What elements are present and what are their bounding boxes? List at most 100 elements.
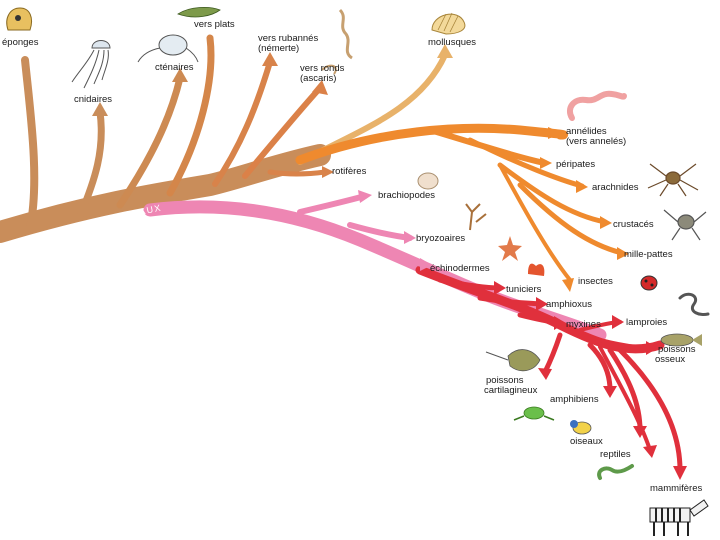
arrowhead-tuniciers: [494, 281, 506, 295]
ray-icon: [485, 349, 541, 372]
brachiopod-icon: [417, 172, 439, 190]
label-crustaces: crustacés: [613, 219, 654, 230]
label-brachiopodes: brachiopodes: [378, 190, 435, 201]
ladybug-icon: [640, 275, 658, 291]
frog-icon: [513, 406, 555, 421]
label-lamproies: lamproies: [626, 317, 667, 328]
branch-rotiferes: [267, 169, 328, 177]
arrowhead-mammiferes: [673, 466, 687, 480]
arrowhead-cnidaires: [92, 102, 108, 116]
comb-jelly-icon: [137, 34, 199, 63]
arrowhead-lamproies: [612, 315, 624, 329]
label-mammiferes: mammifères: [650, 483, 703, 494]
roundworm-icon: [321, 64, 337, 75]
shell-icon: [431, 12, 466, 35]
arrowhead-reptiles: [643, 445, 657, 458]
arrowhead-amphibiens: [603, 386, 617, 398]
bird-icon: [570, 420, 592, 435]
branch-vers-rubannes: [212, 59, 273, 187]
ribbon-worm-icon: [338, 8, 353, 60]
label-vers-rubannes-line1: vers rubannés: [258, 33, 318, 44]
label-arachnides: arachnides: [592, 182, 639, 193]
label-vers-ronds-line1: vers ronds: [300, 63, 345, 74]
arrowhead-peripates: [540, 157, 552, 169]
bryozoan-icon: [465, 203, 487, 231]
label-vers-rubannes-line2: (némerte): [258, 43, 299, 54]
branch-peripates: [427, 127, 548, 166]
label-peripates: péripates: [556, 159, 595, 170]
arrowhead-mollusques: [437, 44, 453, 58]
label-oiseaux: oiseaux: [570, 436, 603, 447]
starfish-icon: [498, 236, 522, 261]
arrowhead-amphioxus: [536, 297, 548, 311]
label-echinodermes: échinodermes: [430, 263, 490, 274]
label-eponges: éponges: [2, 37, 39, 48]
orange-branch: [295, 123, 569, 165]
branch-crustaces: [497, 162, 608, 225]
label-insectes: insectes: [578, 276, 613, 287]
label-amphibiens: amphibiens: [550, 394, 599, 405]
branch-arachnides: [467, 137, 585, 189]
arrowhead-rotiferes: [322, 166, 334, 178]
branch-ctenaires: [116, 74, 184, 209]
sponge-icon: [6, 7, 33, 31]
jellyfish-icon: [71, 40, 111, 89]
branch-mammiferes: [617, 347, 683, 473]
labels: ANIMAUX éponges cnidaires cténaires vers…: [2, 19, 703, 494]
label-cnidaires: cnidaires: [74, 94, 112, 105]
label-vers-ronds-line2: (ascaris): [300, 73, 336, 84]
flatworm-icon: [177, 6, 221, 18]
label-mille-pattes: mille-pattes: [624, 249, 673, 260]
arrowhead-arachnides: [576, 180, 588, 193]
branch-insectes: [498, 163, 572, 282]
branch-mille-pattes: [517, 182, 625, 256]
arrowhead-mille-pattes: [617, 247, 629, 260]
spider-icon: [647, 163, 699, 197]
label-vers-plats: vers plats: [194, 19, 235, 30]
arrowhead-vers-rubannes: [262, 52, 278, 66]
label-ctenaires: cténaires: [155, 62, 194, 73]
label-annelides-line2: (vers annelés): [566, 136, 626, 147]
label-poissons-osseux-line2: osseux: [655, 354, 685, 365]
trunk-branch: [0, 144, 331, 243]
arrowhead-ctenaires: [172, 68, 188, 82]
branch-reptiles: [598, 345, 652, 452]
label-poissons-osseux-line1: poissons: [658, 344, 696, 355]
label-myxines: myxines: [566, 319, 601, 330]
arrowhead-bryozoaires: [404, 231, 416, 244]
label-annelides-line1: annélides: [566, 126, 607, 137]
label-poissons-cartilagineux-line2: cartilagineux: [484, 385, 538, 396]
zebra-icon: [649, 499, 709, 536]
label-rotiferes: rotifères: [332, 166, 367, 177]
label-poissons-cartilagineux: poissons cartilagineux: [484, 375, 538, 396]
branch-poissons-cartilagineux: [542, 332, 563, 375]
branch-cnidaires: [76, 108, 105, 220]
lamprey-icon: [678, 292, 710, 316]
icons: [6, 6, 710, 536]
arrowhead-poissons-cartilagineux: [538, 368, 552, 380]
fish-icon: [660, 333, 702, 347]
label-poissons-cartilagineux-line1: poissons: [486, 375, 524, 386]
arrowhead-brachiopodes: [358, 190, 372, 203]
label-vers-ronds: vers ronds (ascaris): [300, 63, 347, 84]
arrowheads: [92, 44, 687, 480]
branch-brachiopodes: [297, 193, 368, 215]
label-reptiles: reptiles: [600, 449, 631, 460]
label-poissons-osseux: poissons osseux: [655, 344, 698, 365]
branch-vers-plats: [166, 34, 215, 197]
label-vers-rubannes: vers rubannés (némerte): [258, 33, 321, 54]
crab-icon: [663, 209, 707, 241]
tunicate-icon: [528, 263, 545, 276]
snake-icon: [597, 464, 634, 480]
branch-eponges: [21, 56, 39, 232]
earthworm-icon: [566, 90, 627, 121]
arrowhead-annelides: [548, 127, 562, 139]
arrowhead-vers-ronds: [312, 80, 328, 95]
branch-amphibiens: [587, 342, 613, 393]
arrowhead-myxines: [554, 316, 566, 330]
arrowhead-insectes: [562, 278, 574, 292]
label-tuniciers: tuniciers: [506, 284, 542, 295]
arrowhead-crustaces: [600, 216, 612, 229]
branch-vers-ronds: [242, 85, 323, 179]
label-annelides: annélides (vers annelés): [566, 126, 626, 147]
